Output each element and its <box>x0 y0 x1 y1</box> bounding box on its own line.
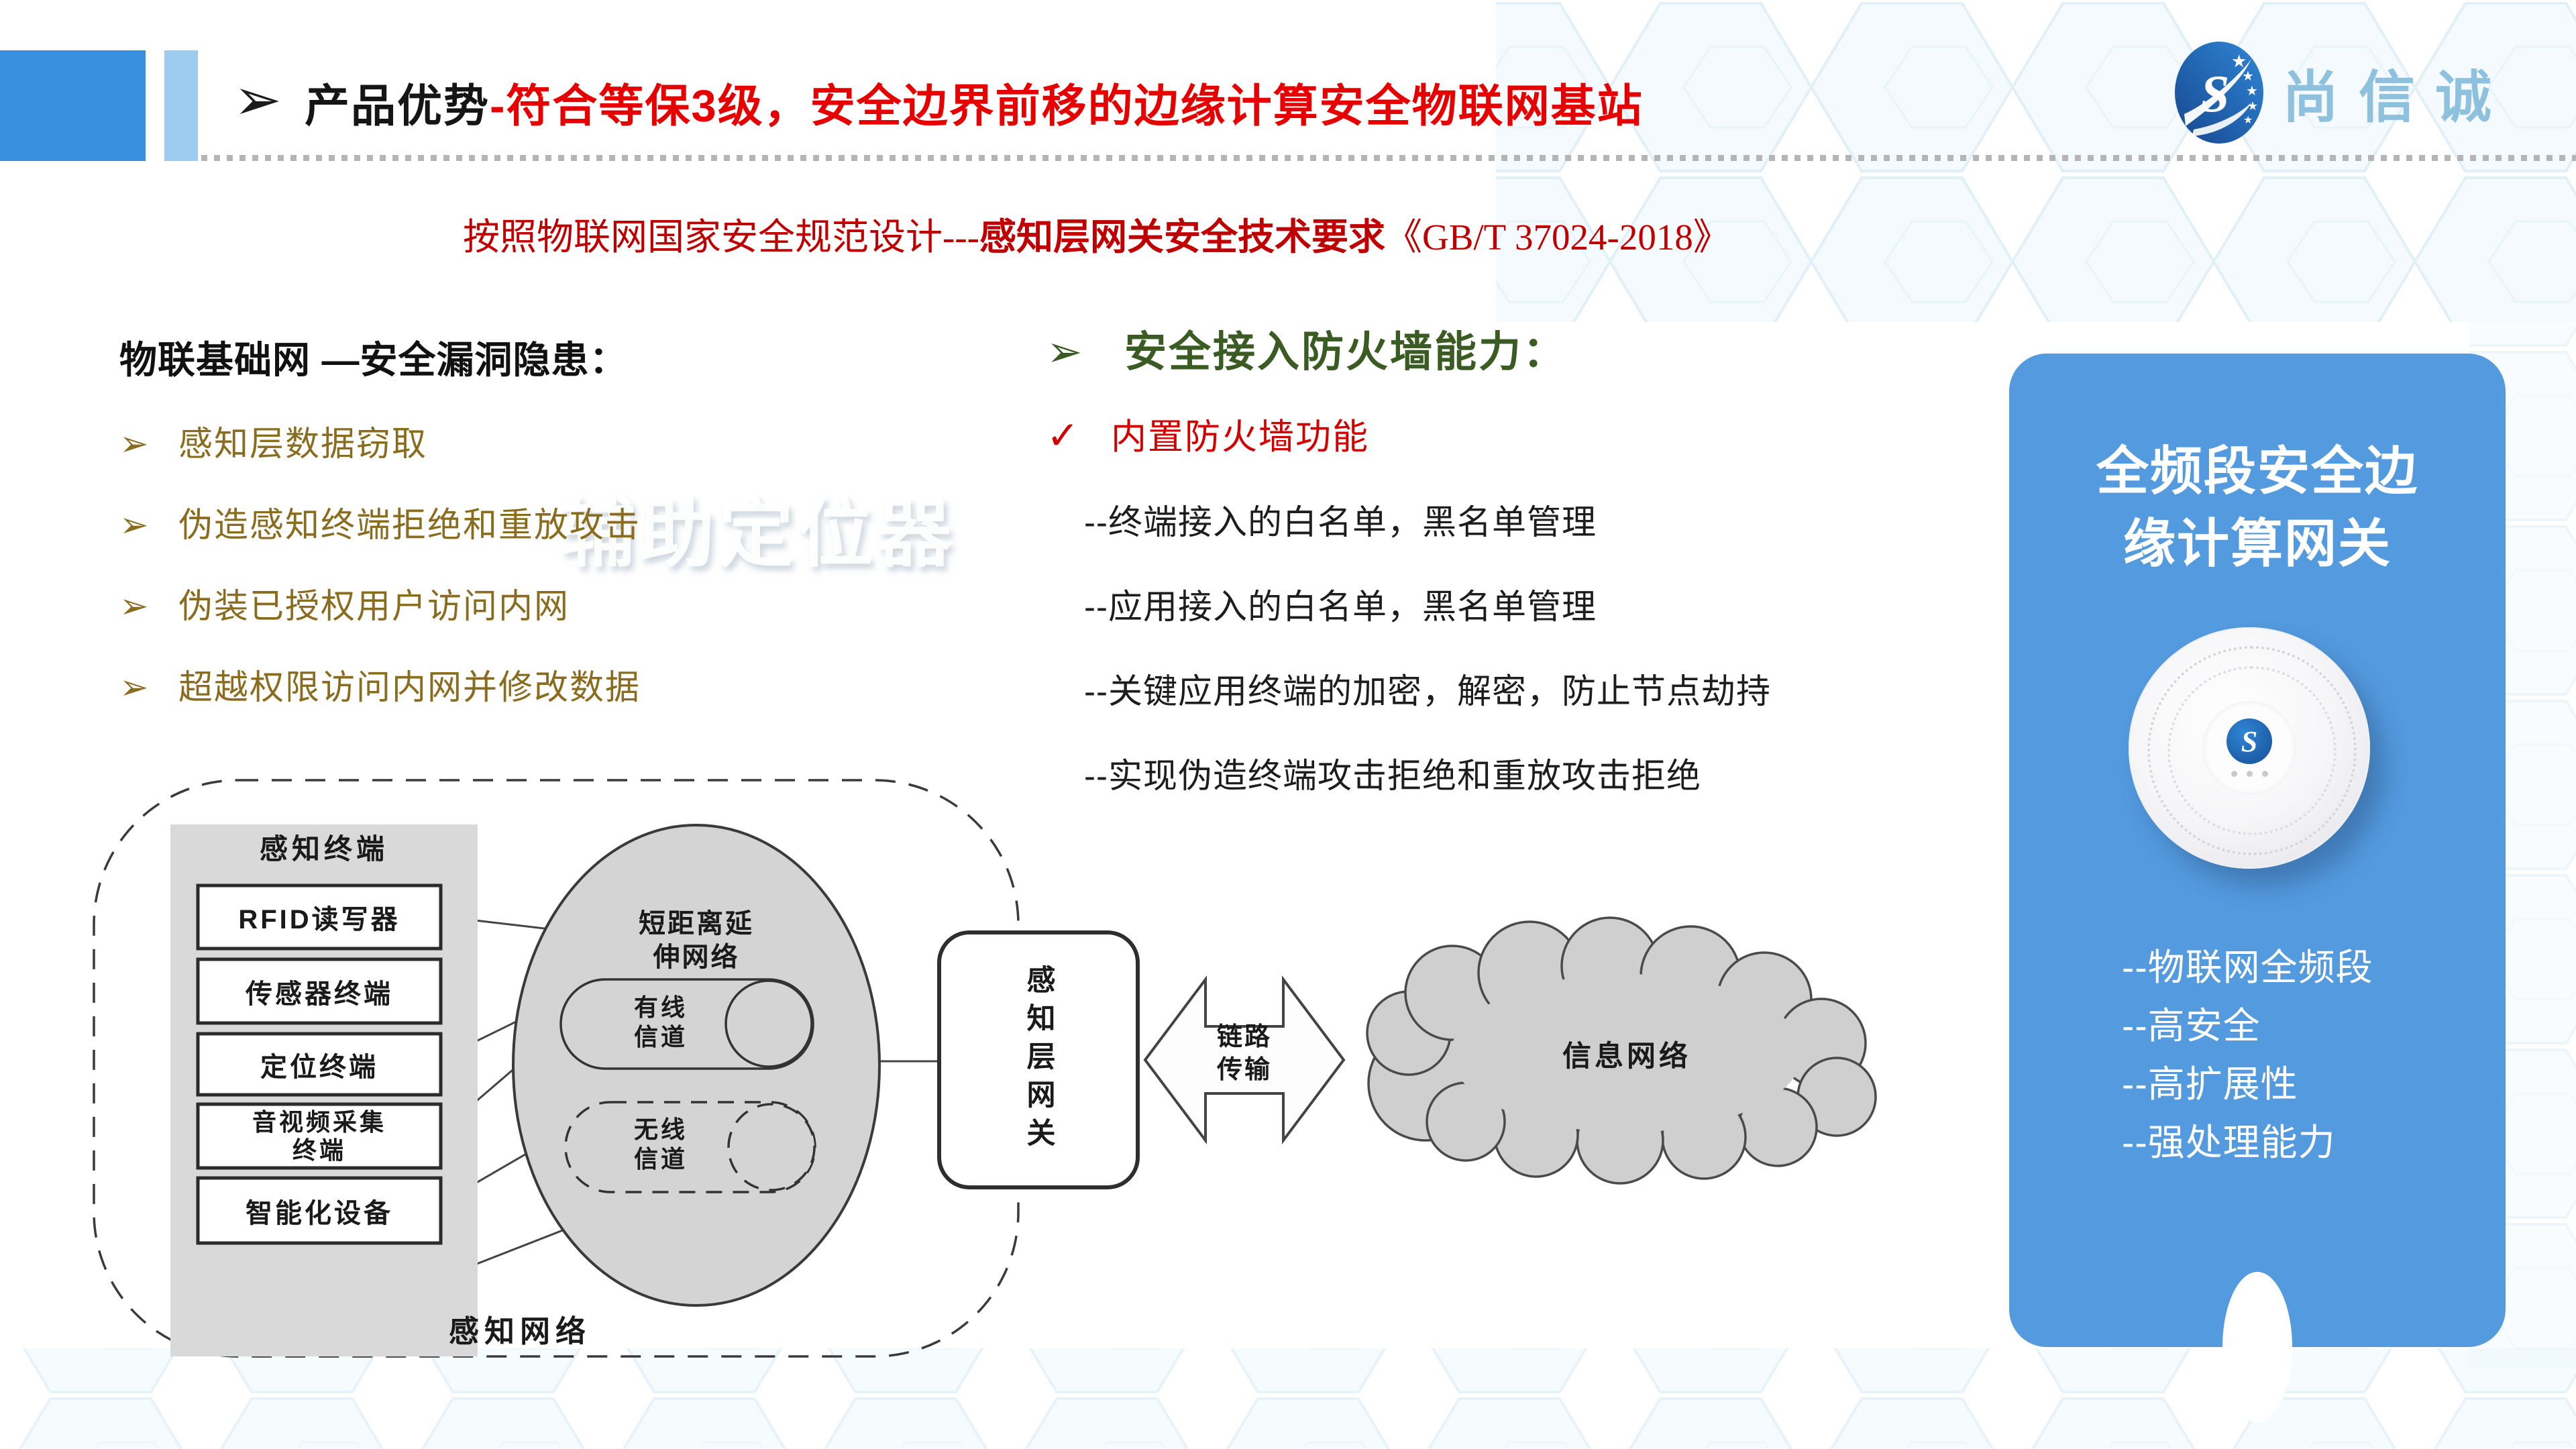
firewall-detail: --实现伪造终端攻击拒绝和重放攻击拒绝 <box>1084 757 1701 795</box>
subtitle-emphasis: 感知层网关安全技术要求 <box>979 216 1385 258</box>
wireless-channel-label: 无线 信道 <box>633 1116 688 1173</box>
product-card: 全频段安全边 缘计算网关 S --物联网全频段 --高安全 --高扩展性 --强… <box>2009 354 2506 1422</box>
terminal-boxes <box>196 883 443 1245</box>
company-logo: S ★ ★ ★ ★ ★ 尚信诚 <box>2172 39 2512 146</box>
risk-item-label: 伪装已授权用户访问内网 <box>178 587 570 625</box>
header-accent-bar <box>164 50 198 161</box>
terminal-box-label: 智能化设备 <box>246 1198 393 1228</box>
subtitle-standard-ref: 《GB/T 37024-2018》 <box>1385 217 1730 258</box>
watermark: 辅助定位器 <box>560 492 956 576</box>
link-transmission-label: 链路 传输 <box>1216 1023 1272 1085</box>
network-architecture-diagram <box>93 779 1877 1358</box>
firewall-detail: --应用接入的白名单，黑名单管理 <box>1084 588 1597 626</box>
perception-network-label: 感知网络 <box>448 1314 591 1348</box>
company-name: 尚信诚 <box>2282 66 2512 129</box>
page-title: ➢ 产品优势-符合等保3级，安全边界前移的边缘计算安全物联网基站 <box>233 70 1644 135</box>
check-icon: ✓ <box>1046 414 1079 458</box>
firewall-heading: 安全接入防火墙能力： <box>1124 329 1567 376</box>
title-red-segment: -符合等保3级，安全边界前移的边缘计算安全物联网基站 <box>490 81 1644 131</box>
risk-heading: 物联基础网 —安全漏洞隐患： <box>119 339 628 381</box>
firewall-detail: --终端接入的白名单，黑名单管理 <box>1084 503 1597 541</box>
gateway-device-image: S <box>2129 627 2370 869</box>
risk-item: ➢ 感知层数据窃取 <box>119 416 641 466</box>
bullet-arrow-icon: ➢ <box>119 506 149 545</box>
gateway-label: 感知层网关 <box>939 932 1138 1187</box>
title-black-segment: 产品优势 <box>305 81 490 131</box>
wireless-channel-shape <box>564 1101 816 1193</box>
device-logo-badge: S <box>2226 718 2272 764</box>
design-standard-subtitle: 按照物联网国家安全规范设计---感知层网关安全技术要求《GB/T 37024-2… <box>463 207 1730 260</box>
terminal-box-label: 定位终端 <box>260 1052 378 1082</box>
extension-network-label: 短距离延 伸网络 <box>639 909 754 972</box>
firewall-check-item: 内置防火墙功能 <box>1111 417 1369 457</box>
device-center-hub: S <box>2202 701 2296 795</box>
device-perforation-ring <box>2147 646 2357 855</box>
product-feature: --物联网全频段 <box>2122 947 2373 988</box>
risk-item-label: 伪造感知终端拒绝和重放攻击 <box>178 506 641 544</box>
svg-text:★: ★ <box>2247 99 2258 113</box>
information-network-cloud <box>1366 916 1877 1185</box>
wired-channel-shape <box>559 978 814 1070</box>
gateway-label-text: 感知层网关 <box>1022 964 1055 1156</box>
device-indicator-dots <box>2202 771 2296 777</box>
bullet-arrow-icon: ➢ <box>119 425 149 464</box>
svg-text:★: ★ <box>2242 69 2254 84</box>
risk-list-section: 物联基础网 —安全漏洞隐患： ➢ 感知层数据窃取 ➢ 伪造感知终端拒绝和重放攻击… <box>119 330 641 709</box>
device-perforation-ring <box>2167 666 2337 835</box>
risk-item-label: 超越权限访问内网并修改数据 <box>178 668 641 706</box>
svg-text:★: ★ <box>2231 51 2247 71</box>
information-network-label: 信息网络 <box>1562 1040 1691 1073</box>
link-transmission-arrow <box>1143 975 1346 1144</box>
bullet-arrow-icon: ➢ <box>119 668 149 707</box>
svg-text:S: S <box>2200 64 2229 123</box>
header-divider <box>201 155 2576 161</box>
product-feature: --高扩展性 <box>2122 1063 2298 1105</box>
risk-item: ➢ 超越权限访问内网并修改数据 <box>119 659 641 709</box>
product-feature: --强处理能力 <box>2122 1122 2336 1163</box>
firewall-capability-section: ➢ 安全接入防火墙能力： ✓ 内置防火墙功能 --终端接入的白名单，黑名单管理 … <box>1046 318 1771 798</box>
terminal-box-label: 传感器终端 <box>246 979 393 1009</box>
subtitle-prefix: 按照物联网国家安全规范设计--- <box>463 217 979 258</box>
firewall-detail: --关键应用终端的加密，解密，防止节点劫持 <box>1084 672 1771 710</box>
bullet-arrow-icon: ➢ <box>1046 327 1083 376</box>
wired-channel-label: 有线 信道 <box>633 994 688 1051</box>
svg-text:★: ★ <box>2243 115 2253 126</box>
gateway-box <box>937 930 1140 1189</box>
logo-emblem-icon: S ★ ★ ★ ★ ★ <box>2175 42 2263 144</box>
risk-item-label: 感知层数据窃取 <box>178 425 428 463</box>
product-feature-list: --物联网全频段 --高安全 --高扩展性 --强处理能力 <box>2122 938 2373 1172</box>
risk-item: ➢ 伪装已授权用户访问内网 <box>119 578 641 628</box>
title-arrow-icon: ➢ <box>233 67 282 132</box>
terminal-box-label: 音视频采集 终端 <box>252 1108 386 1164</box>
terminal-box-label: RFID读写器 <box>238 905 400 934</box>
terminal-panel-title: 感知终端 <box>259 833 388 865</box>
product-feature: --高安全 <box>2122 1005 2261 1046</box>
header-accent-rect <box>0 50 146 161</box>
product-card-title: 全频段安全边 缘计算网关 <box>2096 441 2418 573</box>
card-bottom-notch <box>2222 1272 2292 1422</box>
svg-text:★: ★ <box>2246 84 2258 99</box>
risk-item: ➢ 伪造感知终端拒绝和重放攻击 <box>119 497 641 547</box>
bullet-arrow-icon: ➢ <box>119 587 149 626</box>
